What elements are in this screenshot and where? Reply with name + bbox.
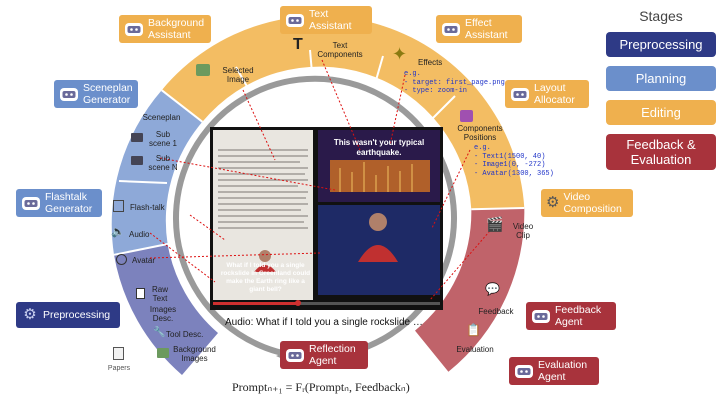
prompt-update-formula: Promptₙ₊₁ = Fᵣ(Promptₙ, Feedbackₙ) [232,380,410,394]
images-desc-label: Images Desc. [149,305,177,323]
effects-code: e.g.- target: first_page.png- type: zoom… [404,70,505,95]
sceneplan-label: Sceneplan [142,113,181,122]
background-images-icon [157,348,169,358]
robot-icon [22,197,40,210]
tool-icon: 🔧 [153,327,166,338]
robot-icon [442,23,460,36]
feedback-agent-label: Feedback Agent [555,304,602,328]
selected-image-label: Selected Image [222,66,254,84]
sceneplan-generator-label: Sceneplan Generator [83,82,133,106]
robot-icon [515,365,533,378]
video-clip-label: Video Clip [512,222,534,240]
sub-scene-n-label: Sub scene N [148,154,178,172]
positions-code: e.g.- Text1(1500, 40)- Image1(0, -272)- … [474,144,554,178]
audio-label: Audio [129,230,150,239]
layout-allocator[interactable]: Layout Allocator [505,80,589,108]
video-progress-track[interactable] [213,302,440,305]
document-icon [136,288,145,299]
effects-label: Effects [418,58,443,67]
evaluation-label: Evaluation [456,345,494,354]
reflection-agent-label: Reflection Agent [309,343,356,367]
video-composition[interactable]: ⚙ Video Composition [541,189,633,217]
spectrogram-bars [339,162,413,192]
avatar-small-body [254,265,276,272]
avatar-label: Avatar [132,256,155,265]
background-assistant-label: Background Assistant [148,17,205,41]
legend-title: Stages [639,8,683,24]
json-file-icon [460,110,473,122]
effect-assistant-label: Effect Assistant [465,17,508,41]
video-composition-label: Video Composition [563,191,622,215]
robot-icon [60,88,78,101]
gear-icon: ⚙ [546,194,560,211]
flash-talk-label: Flash-talk [130,203,165,212]
text-components-label: Text Components [317,41,363,59]
image-icon [196,64,210,76]
avatar-head [369,213,387,231]
robot-icon [532,310,550,323]
avatar-small-head [259,250,271,262]
evaluation-icon: 📋 [466,323,481,337]
clapperboard-icon: 🎬 [486,216,504,232]
flash-talk-icon [113,200,124,212]
paper-text-lines [218,149,308,229]
papers-label: Papers [107,365,131,372]
video-headline: This wasn't your typical earthquake. [333,138,425,157]
legend-planning: Planning [606,66,716,91]
speaker-icon: 🔈 [111,226,125,238]
avatar-icon [116,254,127,265]
gear-icon: ⚙ [23,306,37,323]
flashtalk-generator[interactable]: Flashtalk Generator [16,189,102,217]
feedback-sector [415,208,525,372]
preprocessing-agent[interactable]: ⚙ Preprocessing [16,302,120,328]
sub-scene-1-label: Sub scene 1 [148,130,178,148]
text-icon: T [293,36,303,53]
components-positions-label: Components Positions [457,124,503,142]
text-assistant[interactable]: Text Assistant [280,6,372,34]
effect-assistant[interactable]: Effect Assistant [436,15,522,43]
scene-icon-1 [131,133,143,142]
layout-allocator-label: Layout Allocator [534,82,575,106]
reflection-agent[interactable]: Reflection Agent [280,341,368,369]
feedback-icon: 💬 [485,282,500,296]
background-assistant[interactable]: Background Assistant [119,15,211,43]
avatar-body [358,245,398,262]
robot-icon [286,349,304,362]
legend-preprocessing: Preprocessing [606,32,716,57]
video-progress-knob[interactable] [295,300,301,306]
flow-links [149,59,496,301]
feedback-label: Feedback [478,307,514,316]
preprocessing-agent-label: Preprocessing [43,309,111,321]
tool-desc-label: Tool Desc. [166,330,204,339]
scene-icon-n [131,156,143,165]
video-progress-fill [213,302,298,305]
sparkle-icon: ✦ [392,44,408,64]
robot-icon [125,23,143,36]
evaluation-agent[interactable]: Evaluation Agent [509,357,599,385]
background-images-label: Background Images [173,345,216,363]
legend-editing: Editing [606,100,716,125]
papers-icon [113,347,124,360]
legend-feedback-evaluation: Feedback & Evaluation [606,134,716,170]
video-subtitle: What if I told you a single rockslide in… [220,262,311,293]
planning-sector [111,90,203,255]
robot-icon [511,88,529,101]
spectrogram [330,160,430,192]
robot-icon [286,14,304,27]
sceneplan-generator[interactable]: Sceneplan Generator [54,80,138,108]
audio-caption: Audio: What if I told you a single rocks… [225,317,423,328]
feedback-agent[interactable]: Feedback Agent [526,302,616,330]
flashtalk-generator-label: Flashtalk Generator [45,191,93,215]
preprocessing-sector [114,244,218,375]
raw-text-label: Raw Text [151,285,168,303]
evaluation-agent-label: Evaluation Agent [538,359,588,383]
editing-sector [161,15,525,210]
text-assistant-label: Text Assistant [309,8,352,32]
